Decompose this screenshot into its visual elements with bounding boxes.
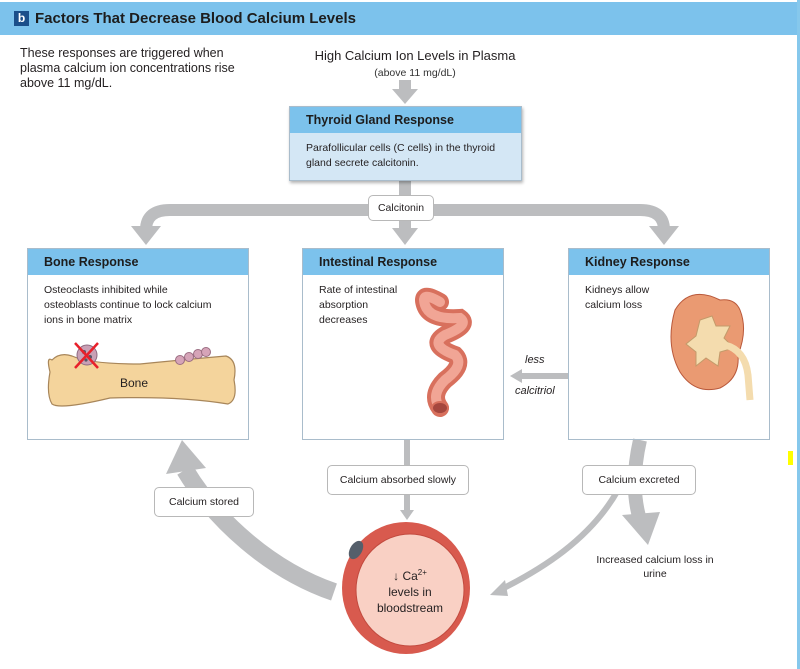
arrow-to-blood-head — [400, 510, 414, 520]
highlight-marker — [788, 451, 793, 465]
arrow-to-bone — [131, 226, 161, 245]
arrow-branch-right — [410, 204, 670, 231]
arrow-calcitriol-shaft — [520, 373, 568, 379]
arrow-calcitriol-head — [510, 369, 522, 383]
arrow-calcium-stored-head — [166, 440, 206, 474]
arrow-trigger-to-thyroid — [392, 80, 418, 104]
arrow-to-kidney — [649, 226, 679, 245]
calcium-charge: 2+ — [417, 568, 427, 577]
intestinal-response-box: Intestinal Response Rate of intestinal a… — [302, 248, 504, 440]
urine-loss-text: Increased calcium loss in urine — [596, 554, 714, 580]
calcium-excreted-label: Calcium excreted — [582, 465, 696, 495]
kidney-illustration — [670, 293, 754, 401]
arrow-kidney-to-blood-head — [490, 580, 508, 596]
intro-text: These responses are triggered when plasm… — [20, 46, 235, 90]
blood-calcium-text: ↓ Ca2+ levels in bloodstream — [362, 565, 458, 616]
inhibited-x-icon — [74, 342, 99, 369]
calcitonin-label: Calcitonin — [368, 195, 434, 221]
trigger-subtitle: (above 11 mg/dL) — [374, 67, 456, 79]
thyroid-response-box: Thyroid Gland Response Parafollicular ce… — [289, 106, 522, 181]
down-arrow-icon: ↓ — [393, 569, 400, 583]
calcium-absorbed-label: Calcium absorbed slowly — [327, 465, 469, 495]
osteoblast-cells — [175, 347, 211, 365]
trigger-title: High Calcium Ion Levels in Plasma — [314, 48, 516, 63]
blood-vessel-illustration — [342, 522, 470, 654]
arrow-kidney-to-blood — [498, 488, 621, 593]
arrow-branch-left — [140, 204, 400, 231]
bone-response-text: Osteoclasts inhibited while osteoblasts … — [44, 284, 212, 326]
thyroid-response-title: Thyroid Gland Response — [290, 107, 521, 133]
bone-response-title: Bone Response — [28, 249, 248, 275]
trigger-condition: High Calcium Ion Levels in Plasma (above… — [290, 48, 540, 79]
figure-title: Factors That Decrease Blood Calcium Leve… — [35, 10, 356, 27]
intestine-illustration — [415, 287, 472, 417]
intestinal-response-title: Intestinal Response — [303, 249, 503, 275]
calcitriol-label-less: less — [525, 354, 545, 366]
arrow-to-intestine — [392, 228, 418, 245]
blood-calcium-line3: bloodstream — [376, 601, 444, 615]
blood-calcium-line2: levels in — [388, 585, 432, 599]
bone-illustration — [47, 342, 236, 407]
intestinal-response-text: Rate of intestinal absorption decreases — [319, 284, 398, 326]
figure-header: b Factors That Decrease Blood Calcium Le… — [0, 2, 797, 35]
calcitriol-label: calcitriol — [515, 385, 555, 397]
kidney-response-box: Kidney Response Kidneys allow calcium lo… — [568, 248, 770, 440]
bone-label: Bone — [120, 376, 149, 390]
calcium-stored-label: Calcium stored — [154, 487, 254, 517]
arrow-calcium-excreted-head — [622, 512, 660, 545]
kidney-response-title: Kidney Response — [569, 249, 769, 275]
thyroid-response-text: Parafollicular cells (C cells) in the th… — [306, 142, 496, 169]
panel-badge: b — [14, 11, 29, 26]
bone-response-box: Bone Response Osteoclasts inhibited whil… — [27, 248, 249, 440]
kidney-response-text: Kidneys allow calcium loss — [585, 284, 650, 311]
calcium-ion: Ca — [402, 569, 418, 583]
